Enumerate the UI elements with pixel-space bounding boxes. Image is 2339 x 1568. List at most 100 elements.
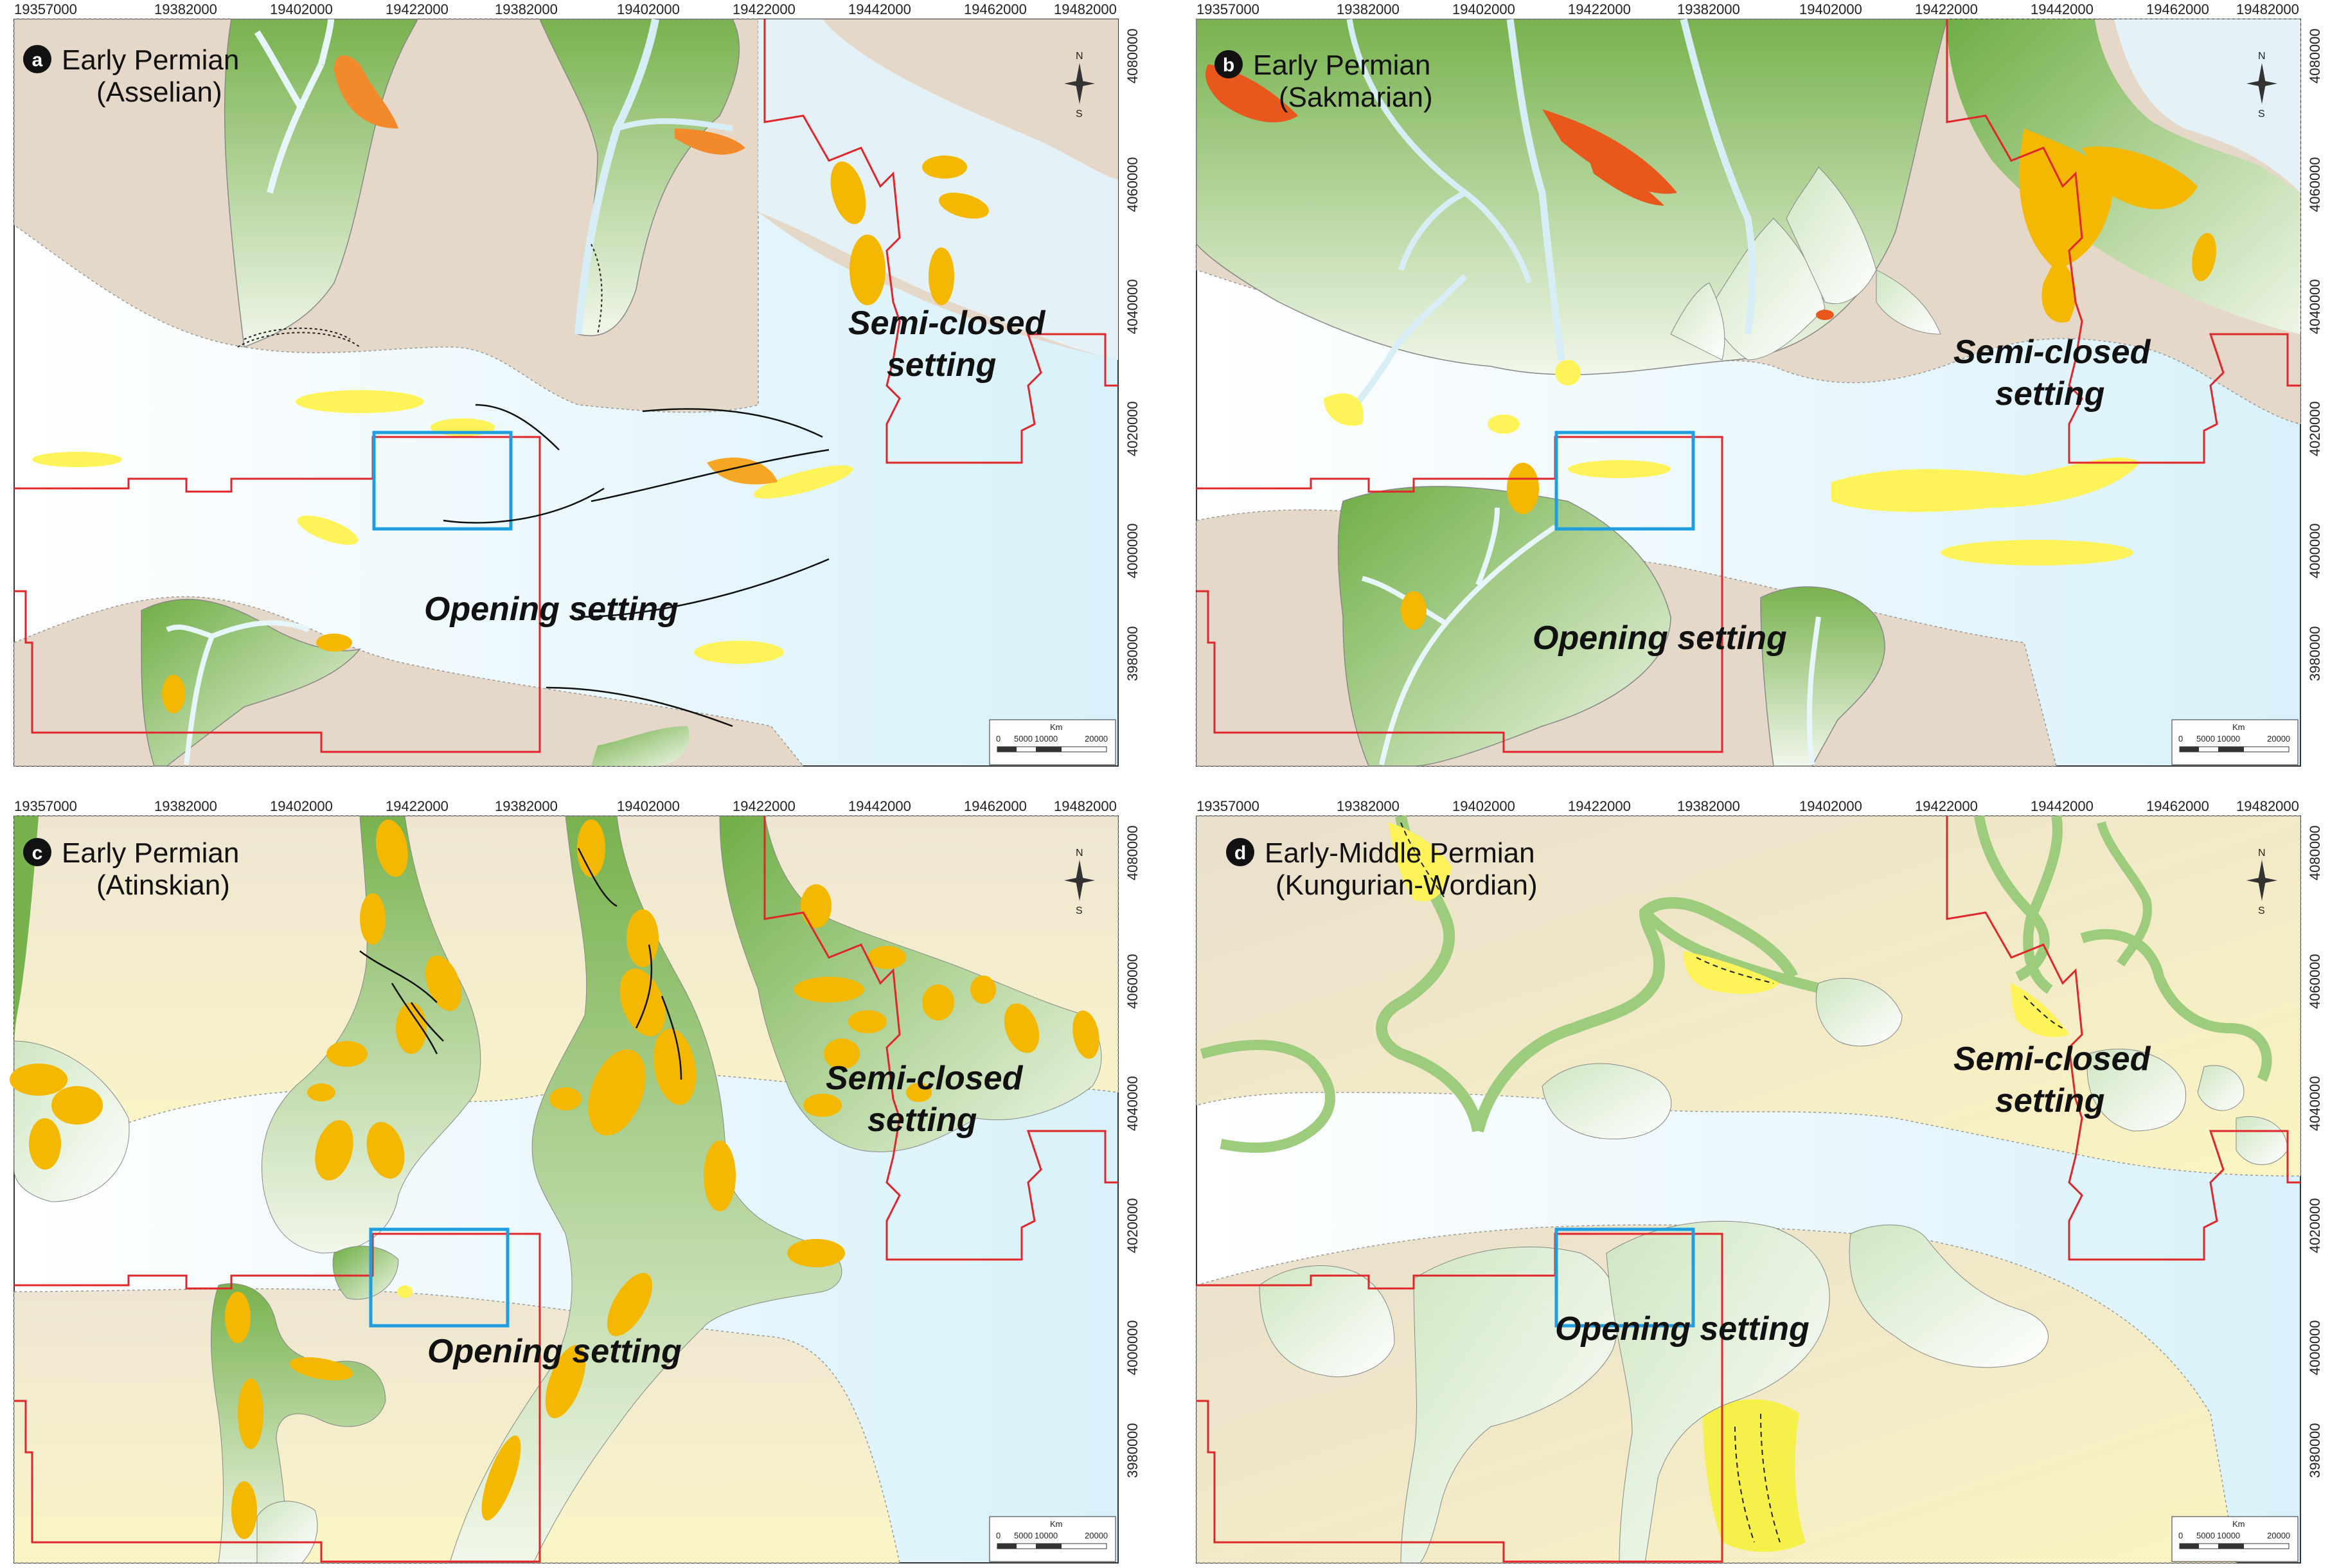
x-tick: 19382000 xyxy=(495,798,558,814)
x-tick: 19422000 xyxy=(733,798,796,814)
scale-label: 0 xyxy=(2178,734,2183,744)
scale-bar: Km 0 5000 10000 20000 xyxy=(989,1516,1116,1562)
y-tick: 4040000 xyxy=(2307,279,2323,334)
scale-label: 0 xyxy=(996,734,1001,744)
y-tick: 4000000 xyxy=(1125,523,1141,578)
y-tick: 4040000 xyxy=(1125,1076,1141,1131)
y-tick-labels-a: 4080000 4060000 4040000 4020000 4000000 … xyxy=(1125,28,1141,681)
y-tick: 4040000 xyxy=(2307,1076,2323,1131)
x-tick: 19462000 xyxy=(964,798,1027,814)
y-tick-labels-d: 4080000 4060000 4040000 4020000 4000000 … xyxy=(2307,825,2323,1478)
x-tick: 19382000 xyxy=(154,1,217,17)
semi-closed-label: Semi-closed xyxy=(848,305,1046,342)
scale-unit: Km xyxy=(1050,1519,1063,1529)
compass-south: S xyxy=(2258,109,2265,120)
panel-badge xyxy=(1214,50,1243,78)
y-tick: 4020000 xyxy=(2307,401,2323,456)
y-tick: 4060000 xyxy=(1125,157,1141,212)
x-tick: 19422000 xyxy=(386,798,449,814)
y-tick: 3980000 xyxy=(1125,626,1141,681)
panel-title: Early Permian xyxy=(1253,49,1430,81)
y-tick: 3980000 xyxy=(1125,1423,1141,1478)
panel-title: Early-Middle Permian xyxy=(1265,837,1535,869)
scale-label: 20000 xyxy=(2267,734,2290,744)
x-tick: 19422000 xyxy=(1915,798,1978,814)
x-tick: 19402000 xyxy=(1799,798,1862,814)
x-tick: 19422000 xyxy=(1915,1,1978,17)
x-tick: 19382000 xyxy=(1677,1,1740,17)
panel-a: 19357000 19382000 19402000 19422000 1938… xyxy=(13,1,1141,767)
panel-c: 19357000 19382000 19402000 19422000 1938… xyxy=(10,798,1141,1564)
scale-label: 10000 xyxy=(1035,1531,1058,1540)
scale-label: 10000 xyxy=(2217,734,2240,744)
x-tick: 19422000 xyxy=(733,1,796,17)
panel-b: 19357000 19382000 19402000 19422000 1938… xyxy=(1196,1,2323,767)
x-tick: 19402000 xyxy=(1452,1,1515,17)
x-tick: 19482000 xyxy=(2236,1,2299,17)
y-tick: 4000000 xyxy=(2307,523,2323,578)
x-tick: 19402000 xyxy=(270,798,333,814)
y-tick: 4080000 xyxy=(2307,28,2323,84)
semi-closed-label: Semi-closed xyxy=(1953,334,2151,371)
compass-north: N xyxy=(1076,51,1083,62)
x-tick: 19462000 xyxy=(2146,798,2209,814)
semi-closed-label: Semi-closed xyxy=(1953,1040,2151,1078)
scale-unit: Km xyxy=(1050,722,1063,732)
x-tick: 19482000 xyxy=(2236,798,2299,814)
panel-badge xyxy=(23,45,51,73)
x-tick: 19402000 xyxy=(617,798,680,814)
x-tick: 19402000 xyxy=(1799,1,1862,17)
compass-icon: N S xyxy=(2246,51,2277,120)
compass-north: N xyxy=(1076,848,1083,859)
x-tick: 19357000 xyxy=(14,1,77,17)
x-tick: 19482000 xyxy=(1054,798,1117,814)
x-tick: 19482000 xyxy=(1054,1,1117,17)
y-tick: 4040000 xyxy=(1125,279,1141,334)
panel-badge xyxy=(23,838,51,866)
y-tick: 4000000 xyxy=(2307,1320,2323,1375)
compass-south: S xyxy=(1076,109,1083,120)
y-tick: 4020000 xyxy=(1125,1198,1141,1253)
y-tick: 4060000 xyxy=(1125,954,1141,1009)
scale-label: 5000 xyxy=(2196,1531,2215,1540)
panel-letter: b xyxy=(1223,55,1234,76)
scale-label: 10000 xyxy=(1035,734,1058,744)
y-tick: 3980000 xyxy=(2307,626,2323,681)
panel-subtitle: (Sakmarian) xyxy=(1279,82,1433,113)
scale-label: 5000 xyxy=(1014,1531,1033,1540)
x-tick: 19382000 xyxy=(154,798,217,814)
compass-icon: N S xyxy=(1064,51,1095,120)
scale-label: 0 xyxy=(2178,1531,2183,1540)
compass-icon: N S xyxy=(1064,848,1095,916)
x-tick: 19382000 xyxy=(1337,798,1400,814)
scale-label: 10000 xyxy=(2217,1531,2240,1540)
scale-label: 20000 xyxy=(2267,1531,2290,1540)
compass-north: N xyxy=(2258,51,2266,62)
panel-title: Early Permian xyxy=(62,44,239,76)
scale-label: 5000 xyxy=(1014,734,1033,744)
semi-closed-label-2: setting xyxy=(867,1101,977,1139)
panel-letter: c xyxy=(32,842,43,864)
compass-icon: N S xyxy=(2246,848,2277,916)
panel-subtitle: (Atinskian) xyxy=(96,869,230,901)
opening-setting-label: Opening setting xyxy=(1533,619,1787,657)
x-tick: 19402000 xyxy=(1452,798,1515,814)
y-tick: 4020000 xyxy=(1125,401,1141,456)
y-tick: 4080000 xyxy=(1125,28,1141,84)
y-tick: 4060000 xyxy=(2307,157,2323,212)
x-tick: 19422000 xyxy=(386,1,449,17)
panel-badge xyxy=(1226,838,1254,866)
compass-south: S xyxy=(1076,905,1083,916)
scale-bar: Km 0 5000 10000 20000 xyxy=(2171,719,2299,765)
semi-closed-label: Semi-closed xyxy=(826,1060,1024,1097)
x-tick: 19402000 xyxy=(270,1,333,17)
x-tick: 19382000 xyxy=(495,1,558,17)
x-tick: 19357000 xyxy=(1196,798,1259,814)
compass-north: N xyxy=(2258,848,2266,859)
opening-setting-label: Opening setting xyxy=(427,1333,682,1370)
x-tick: 19442000 xyxy=(2031,798,2094,814)
scale-label: 0 xyxy=(996,1531,1001,1540)
x-tick-labels-c: 19357000 19382000 19402000 19422000 1938… xyxy=(14,798,1117,814)
scale-label: 20000 xyxy=(1085,1531,1108,1540)
scale-bar: Km 0 5000 10000 20000 xyxy=(2171,1516,2299,1562)
